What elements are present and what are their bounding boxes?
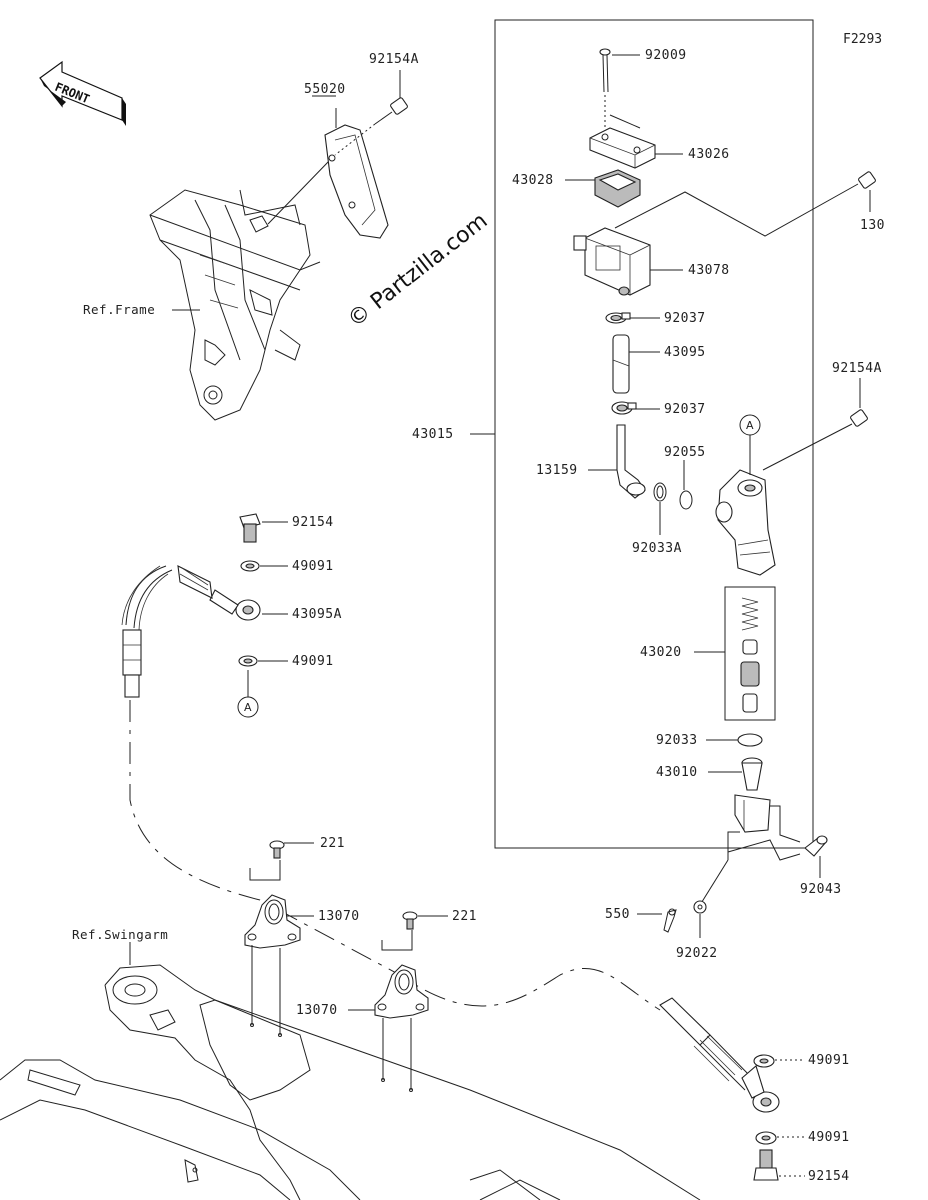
- label-13070-a: 13070: [318, 909, 360, 924]
- frame-reference-drawing: [149, 159, 331, 421]
- bolt-130: [858, 171, 876, 189]
- bolt-92154A-right: [850, 409, 868, 427]
- bolt-92043: [804, 835, 828, 857]
- label-43026: 43026: [688, 147, 730, 162]
- diaphragm-43028: [594, 169, 641, 208]
- label-43095A: 43095A: [292, 607, 342, 622]
- cover-43026: [589, 127, 656, 169]
- label-92037-b: 92037: [664, 402, 706, 417]
- label-550: 550: [605, 907, 630, 922]
- label-43028: 43028: [512, 173, 554, 188]
- label-92033A: 92033A: [632, 541, 682, 556]
- label-43015: 43015: [412, 427, 454, 442]
- label-49091-b: 49091: [292, 654, 334, 669]
- label-43078: 43078: [688, 263, 730, 278]
- label-92154-left: 92154: [292, 515, 334, 530]
- label-43020: 43020: [640, 645, 682, 660]
- bolt-92154-bottom: [753, 1149, 779, 1181]
- bracket-55020: [324, 124, 389, 239]
- bolt-92154-left: [239, 513, 261, 543]
- figure-code: F2293: [843, 32, 882, 47]
- label-92154A-top: 92154A: [369, 52, 419, 67]
- banjo-43095A: [209, 589, 261, 621]
- brake-hose-lower: [659, 997, 780, 1113]
- push-rod-43010: [734, 757, 771, 833]
- reservoir-43078: [573, 227, 651, 296]
- screw-92009: [599, 48, 611, 93]
- label-221-b: 221: [452, 909, 477, 924]
- fitting-13159: [616, 424, 646, 499]
- swingarm-reference-drawing: [0, 964, 701, 1200]
- cotter-pin-550: [663, 908, 677, 933]
- washer-92022: [693, 900, 707, 914]
- label-92043: 92043: [800, 882, 842, 897]
- label-92055: 92055: [664, 445, 706, 460]
- o-ring-92055: [679, 490, 693, 510]
- piston-kit-43020: [740, 597, 760, 713]
- label-43010: 43010: [656, 765, 698, 780]
- clamp-13070-a: [244, 894, 301, 949]
- front-arrow-icon: FRONT: [39, 60, 126, 126]
- label-13159: 13159: [536, 463, 578, 478]
- label-92154-bottom: 92154: [808, 1169, 850, 1184]
- clamp-13070-b: [374, 964, 429, 1019]
- label-13070-b: 13070: [296, 1003, 338, 1018]
- label-92037-a: 92037: [664, 311, 706, 326]
- label-43095: 43095: [664, 345, 706, 360]
- label-92154A-right: 92154A: [832, 361, 882, 376]
- label-92009: 92009: [645, 48, 687, 63]
- label-55020: 55020: [304, 82, 346, 97]
- ref-frame-label: Ref.Frame: [83, 302, 155, 317]
- bolt-92154A-top: [374, 97, 408, 125]
- brake-hose-upper: [121, 565, 213, 698]
- label-92022: 92022: [676, 946, 718, 961]
- piston-kit-43020-box: [724, 586, 776, 721]
- ref-swingarm-label: Ref.Swingarm: [72, 927, 168, 942]
- callout-a-right-letter: A: [746, 419, 754, 432]
- snap-ring-92033A: [653, 482, 667, 502]
- label-49091-d: 49091: [808, 1130, 850, 1145]
- screw-221-b: [402, 911, 418, 930]
- label-221-a: 221: [320, 836, 345, 851]
- ring-92033: [737, 733, 763, 747]
- label-92033: 92033: [656, 733, 698, 748]
- label-49091-c: 49091: [808, 1053, 850, 1068]
- hose-43095: [612, 334, 630, 394]
- master-cylinder-body: [715, 469, 776, 576]
- screw-221-a: [269, 840, 285, 859]
- clamp-92037-b: [611, 401, 637, 415]
- label-130: 130: [860, 218, 885, 233]
- label-49091-a: 49091: [292, 559, 334, 574]
- callout-a-left-letter: A: [244, 701, 252, 714]
- clamp-92037-a: [605, 312, 631, 324]
